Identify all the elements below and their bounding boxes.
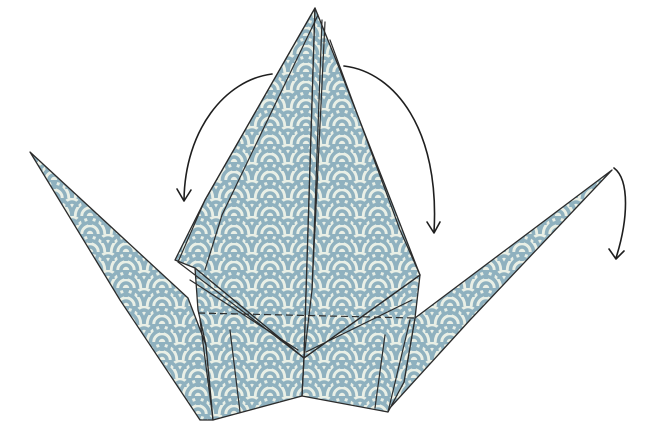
left-wing [30,152,213,420]
fold-wing-right-arrow [614,168,626,258]
right-wing [388,170,612,410]
head-left-flap [175,8,315,358]
